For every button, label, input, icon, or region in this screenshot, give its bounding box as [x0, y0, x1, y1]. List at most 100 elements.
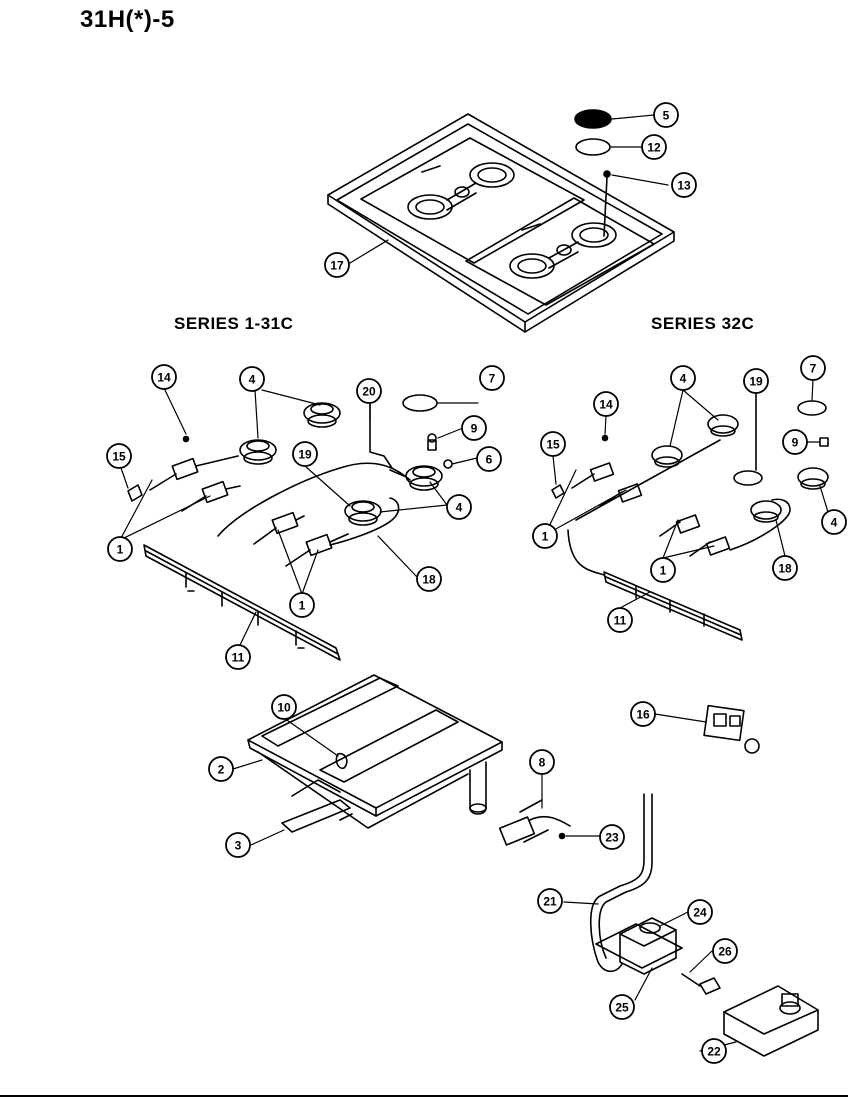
right-ring-19	[733, 470, 763, 486]
svg-text:4: 4	[831, 516, 838, 530]
svg-text:3: 3	[235, 839, 242, 853]
right-burner-assembly	[551, 389, 829, 641]
callout-14-right: 14	[593, 391, 619, 417]
callout-4-right-top: 4	[670, 365, 696, 391]
callout-19-left: 19	[292, 441, 318, 467]
callout-19-right-top: 19	[743, 368, 769, 394]
svg-text:26: 26	[718, 945, 732, 959]
svg-text:14: 14	[157, 371, 171, 385]
callout-18-left: 18	[416, 566, 442, 592]
svg-text:4: 4	[249, 373, 256, 387]
svg-text:7: 7	[489, 372, 496, 386]
left-burner-assembly	[127, 394, 453, 661]
callout-9-left: 9	[461, 415, 487, 441]
callout-5: 5	[653, 102, 679, 128]
callout-11-right: 11	[607, 607, 633, 633]
right-cap-7	[797, 400, 827, 416]
valve-16	[703, 704, 760, 754]
bracket-3	[281, 799, 351, 833]
svg-text:6: 6	[486, 453, 493, 467]
valve-22	[723, 985, 819, 1057]
bracket-25	[595, 923, 683, 969]
svg-text:5: 5	[663, 109, 670, 123]
svg-text:7: 7	[810, 362, 817, 376]
igniter-8	[498, 799, 571, 846]
callout-20: 20	[356, 378, 382, 404]
svg-text:15: 15	[112, 450, 126, 464]
svg-text:8: 8	[539, 756, 546, 770]
left-burner-heads	[239, 402, 443, 526]
tube-20	[369, 397, 405, 477]
callout-4-right-mid: 4	[821, 509, 847, 535]
callout-21: 21	[537, 888, 563, 914]
callout-4-left-mid: 4	[446, 494, 472, 520]
callout-15-left: 15	[106, 443, 132, 469]
burner-cap-5	[574, 109, 612, 129]
svg-text:19: 19	[298, 448, 312, 462]
left-valves	[149, 455, 349, 567]
svg-text:17: 17	[330, 259, 344, 273]
callout-1-right-a: 1	[532, 523, 558, 549]
callout-2: 2	[208, 756, 234, 782]
bottom-rule	[0, 1095, 848, 1097]
callout-25: 25	[609, 994, 635, 1020]
svg-text:9: 9	[792, 436, 799, 450]
callout-13: 13	[671, 172, 697, 198]
callout-6: 6	[476, 446, 502, 472]
svg-text:16: 16	[636, 708, 650, 722]
callout-15-right: 15	[540, 431, 566, 457]
cooktop-burner-grates	[407, 162, 617, 279]
svg-text:11: 11	[232, 651, 245, 665]
svg-text:23: 23	[605, 831, 619, 845]
tube-18	[329, 497, 400, 546]
series-right-label: SERIES 32C	[651, 314, 755, 333]
svg-text:1: 1	[542, 530, 549, 544]
svg-text:1: 1	[660, 564, 667, 578]
svg-text:18: 18	[778, 562, 792, 576]
svg-text:18: 18	[422, 573, 436, 587]
svg-text:21: 21	[543, 895, 557, 909]
callout-4-left-top: 4	[239, 366, 265, 392]
callout-18-right: 18	[772, 555, 798, 581]
svg-text:24: 24	[693, 906, 707, 920]
svg-text:15: 15	[546, 438, 560, 452]
callout-26: 26	[712, 938, 738, 964]
fitting-26	[681, 973, 721, 995]
tube-19	[217, 462, 411, 537]
svg-text:1: 1	[299, 599, 306, 613]
callout-22: 22	[701, 1038, 727, 1064]
callout-1-right-b: 1	[650, 557, 676, 583]
svg-text:11: 11	[614, 614, 627, 628]
callouts: 5 12 13 17 14 4 20 7 15 19 9 6 4 1 18 1 …	[106, 102, 847, 1064]
callout-1-left-a: 1	[107, 536, 133, 562]
screw-13	[603, 170, 611, 237]
svg-text:14: 14	[599, 398, 613, 412]
callout-8: 8	[529, 749, 555, 775]
svg-text:25: 25	[615, 1001, 629, 1015]
callout-16: 16	[630, 701, 656, 727]
right-burner-heads	[651, 414, 829, 523]
callout-7-right: 7	[800, 355, 826, 381]
callout-10: 10	[271, 694, 297, 720]
burner-ring-12	[575, 138, 611, 156]
callout-1-left-b: 1	[289, 592, 315, 618]
svg-text:13: 13	[677, 179, 691, 193]
svg-text:12: 12	[647, 141, 661, 155]
page-title: 31H(*)-5	[80, 6, 175, 33]
svg-text:22: 22	[707, 1045, 721, 1059]
svg-text:19: 19	[749, 375, 763, 389]
cooktop-panel	[327, 113, 675, 333]
callout-24: 24	[687, 899, 713, 925]
series-left-label: SERIES 1-31C	[174, 314, 294, 333]
callout-14-left: 14	[151, 364, 177, 390]
svg-text:20: 20	[362, 385, 376, 399]
regulator-24	[619, 917, 677, 975]
callout-9-right: 9	[782, 429, 808, 455]
callout-3: 3	[225, 832, 251, 858]
left-cap-7	[402, 394, 438, 412]
gas-tube-21	[589, 793, 645, 973]
burner-box-assembly	[247, 674, 503, 833]
leader-lines	[119, 114, 832, 1052]
